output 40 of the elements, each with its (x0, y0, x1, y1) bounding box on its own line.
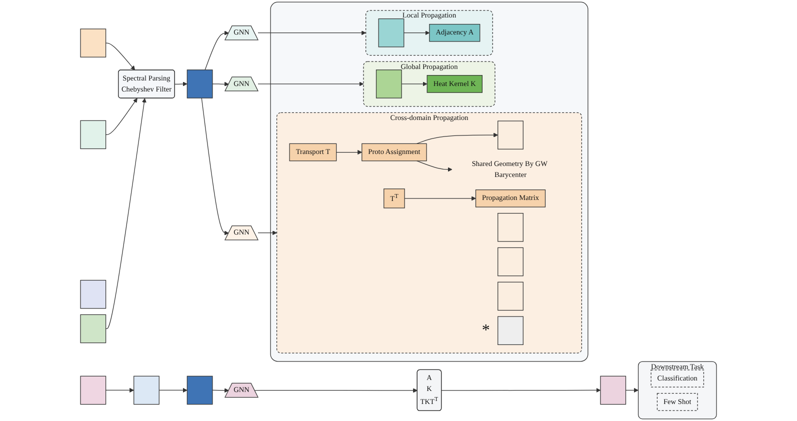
arrow (105, 42, 136, 70)
node-box (80, 314, 106, 344)
node-box (80, 280, 106, 309)
arrow (258, 30, 366, 36)
node-box (498, 120, 524, 150)
arrow (404, 30, 430, 36)
arrow (254, 388, 418, 393)
node-box (498, 212, 524, 242)
arrow (441, 388, 601, 393)
node-box (186, 376, 213, 405)
arrow (258, 82, 364, 86)
node-box (186, 70, 213, 98)
arrow (625, 388, 638, 393)
arrow (105, 388, 134, 393)
multiply-operator: * (480, 322, 491, 340)
arrow (212, 388, 229, 393)
node-box (378, 18, 404, 48)
arrow (404, 196, 476, 201)
node-box (80, 376, 106, 405)
arrow (204, 30, 229, 70)
arrow (105, 98, 146, 330)
arrow (416, 160, 452, 172)
node-box (80, 120, 106, 150)
arrow (201, 98, 229, 236)
arrow (416, 132, 498, 144)
arrow (158, 388, 188, 393)
node-box (498, 247, 524, 276)
node-box (600, 376, 626, 405)
arrow (401, 82, 428, 86)
node-box (498, 282, 524, 311)
node-box (134, 376, 160, 405)
arrow (212, 82, 229, 86)
arrow (105, 98, 138, 135)
node-box (376, 70, 402, 98)
node-box (80, 28, 106, 58)
arrow (258, 230, 277, 236)
arrow (174, 82, 188, 86)
node-box (498, 316, 524, 345)
arrow (336, 150, 362, 155)
cluster (270, 2, 588, 362)
